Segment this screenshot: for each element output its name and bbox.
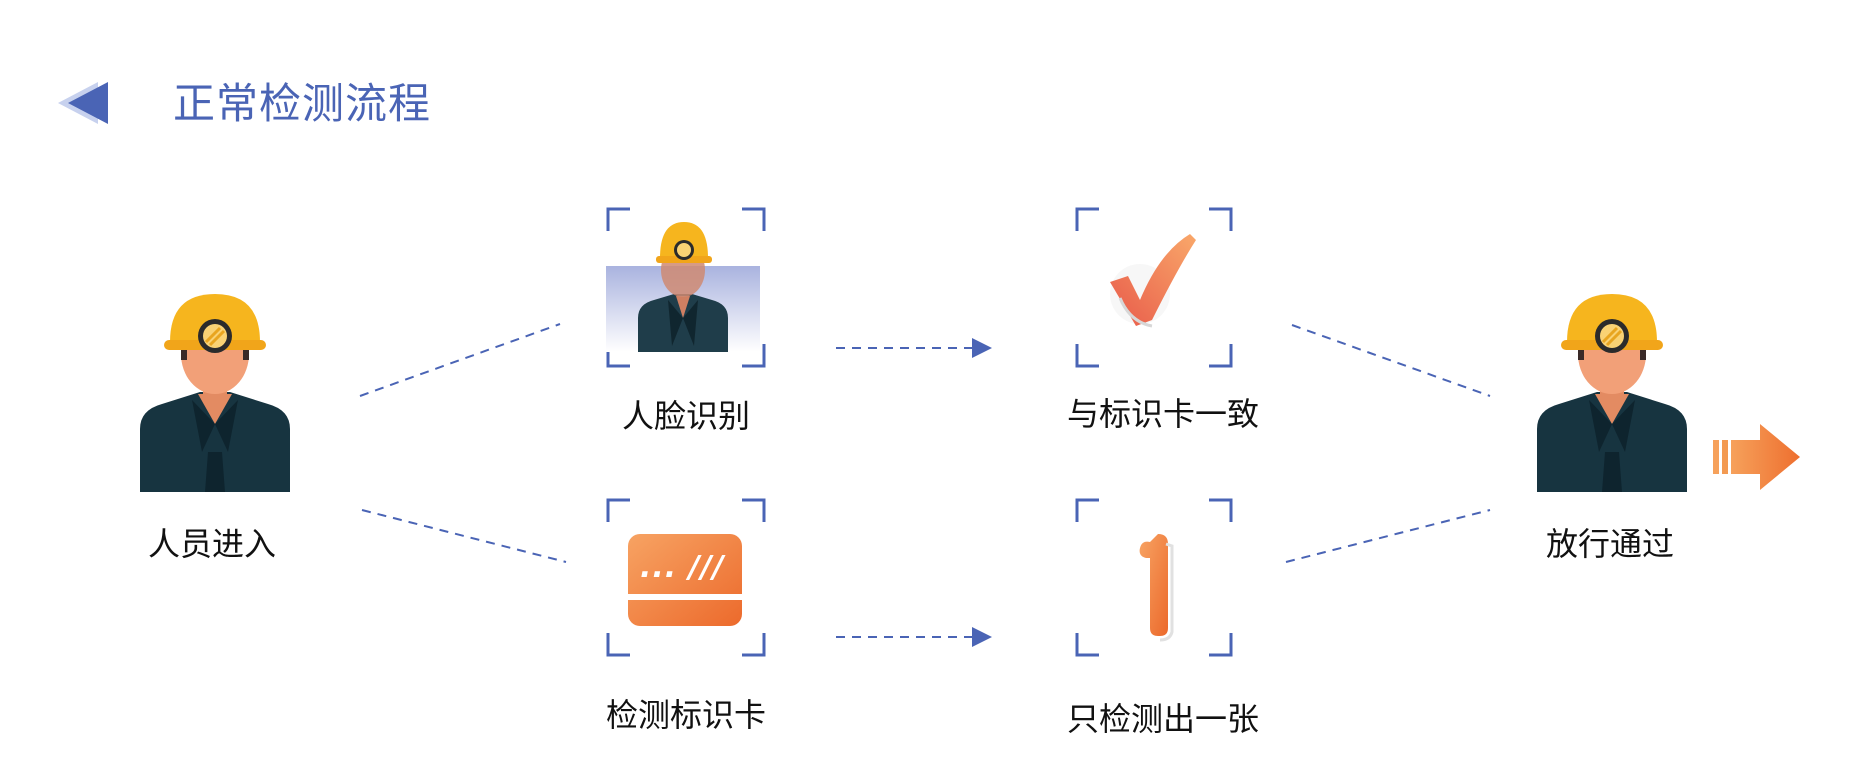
connector-entry-face	[359, 323, 561, 397]
scan-frame-card	[606, 498, 766, 657]
number-one-icon	[1139, 534, 1174, 642]
arrowhead-bottom	[972, 627, 992, 647]
dashed-connectors	[359, 323, 1491, 638]
node-label-entry: 人员进入	[147, 525, 277, 563]
connector-match-pass	[1291, 324, 1491, 397]
node-label-match: 与标识卡一致	[1066, 395, 1260, 433]
node-label-card: 检测标识卡	[605, 696, 767, 734]
scan-frame-match	[1075, 207, 1233, 368]
miner-person-icon-pass	[1537, 294, 1687, 492]
node-label-face: 人脸识别	[621, 397, 751, 435]
id-card-text: ... ///	[640, 550, 725, 585]
id-card-icon	[628, 534, 742, 626]
miner-person-icon-entry	[140, 294, 290, 492]
scan-frame-single	[1075, 498, 1233, 657]
face-scan-icon	[606, 222, 760, 352]
node-label-pass: 放行通过	[1545, 525, 1675, 563]
arrowhead-top	[972, 338, 992, 358]
back-triangle-icon[interactable]	[58, 78, 112, 128]
page-title: 正常检测流程	[173, 79, 432, 128]
exit-arrow-icon	[1713, 424, 1800, 490]
check-mark-icon	[1110, 234, 1196, 328]
connector-single-pass	[1285, 509, 1491, 563]
connector-entry-card	[361, 509, 567, 563]
node-label-single: 只检测出一张	[1066, 700, 1260, 738]
